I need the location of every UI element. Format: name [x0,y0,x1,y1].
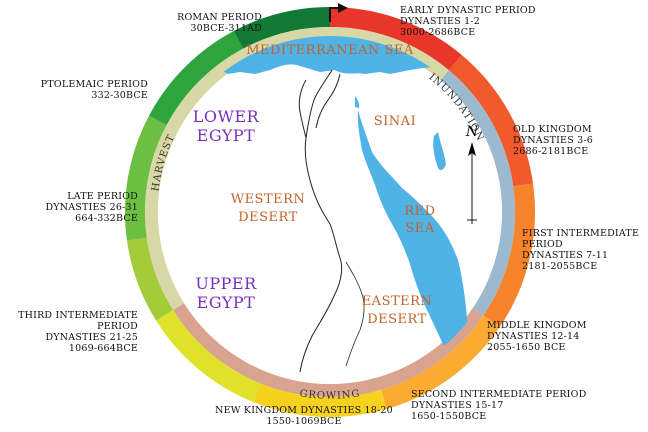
svg-text:DYNASTIES 15-17: DYNASTIES 15-17 [411,400,504,411]
region-labels: MEDITERRANEAN SEA SINAI RED SEA WESTERN … [193,43,435,327]
compass: N [465,124,479,224]
label-roman: ROMAN PERIOD 30BCE-311AD [177,12,262,34]
ring-segment-second-intermediate [253,383,387,417]
svg-text:FIRST INTERMEDIATE: FIRST INTERMEDIATE [522,228,639,239]
label-middle-kingdom: MIDDLE KINGDOM DYNASTIES 12-14 2055-1650… [487,320,587,353]
svg-text:DYNASTIES 3-6: DYNASTIES 3-6 [513,135,593,146]
season-segment-growing [173,303,484,397]
gulf-of-aqaba [433,132,446,171]
svg-text:30BCE-311AD: 30BCE-311AD [190,23,262,34]
label-late-period: LATE PERIOD DYNASTIES 26-31 664-332BCE [45,191,138,224]
label-second-intermediate: SECOND INTERMEDIATE PERIOD DYNASTIES 15-… [411,389,587,422]
sinai-label: SINAI [374,114,416,129]
label-new-kingdom: NEW KINGDOM DYNASTIES 18-20 1550-1069BCE [215,405,393,427]
svg-text:PERIOD: PERIOD [97,321,138,332]
label-first-intermediate: FIRST INTERMEDIATE PERIOD DYNASTIES 7-11… [522,228,639,272]
ring-segment-middle-kingdom [380,315,500,410]
gulf-of-suez [355,96,360,108]
ring-segment-ptolemaic [148,30,244,126]
svg-text:NEW KINGDOM DYNASTIES 18-20: NEW KINGDOM DYNASTIES 18-20 [215,405,393,416]
label-early-dynastic: EARLY DYNASTIC PERIOD DYNASTIES 1-2 3000… [400,5,536,38]
season-segment-inundation [440,70,515,316]
svg-text:LATE PERIOD: LATE PERIOD [67,191,138,202]
svg-text:OLD KINGDOM: OLD KINGDOM [513,124,592,135]
timeline-start-arrow-icon [329,7,340,22]
western-desert-label-line1: WESTERN [231,192,306,207]
svg-text:MIDDLE KINGDOM: MIDDLE KINGDOM [487,320,587,331]
growing-season-label: GROWING [299,388,361,401]
ring-segment-new-kingdom [156,310,261,403]
svg-text:664-332BCE: 664-332BCE [75,213,138,224]
season-segment-harvest [145,26,330,311]
svg-text:332-30BCE: 332-30BCE [91,90,148,101]
red-sea [357,110,468,348]
nile-river [298,69,343,373]
red-sea-label-line1: RED [404,204,435,219]
compass-north-label: N [465,124,479,140]
mediterranean-sea-label: MEDITERRANEAN SEA [246,43,414,58]
lower-egypt-label-line2: EGYPT [197,126,256,145]
svg-text:3000-2686BCE: 3000-2686BCE [400,27,475,38]
ring-segment-first-intermediate [483,183,535,327]
ring-segment-late-period [125,115,167,241]
western-desert-label-line2: DESERT [238,210,298,225]
svg-text:DYNASTIES 12-14: DYNASTIES 12-14 [487,331,580,342]
svg-text:DYNASTIES 1-2: DYNASTIES 1-2 [400,16,480,27]
svg-text:DYNASTIES 21-25: DYNASTIES 21-25 [45,332,138,343]
ring-segment-early-dynastic [330,7,462,71]
period-labels: EARLY DYNASTIC PERIOD DYNASTIES 1-2 3000… [18,5,639,427]
border-line [345,261,365,367]
arrowhead-icon [338,3,348,13]
svg-text:2686-2181BCE: 2686-2181BCE [513,146,588,157]
svg-text:DYNASTIES 7-11: DYNASTIES 7-11 [522,250,608,261]
map-background [158,40,502,384]
svg-text:ROMAN PERIOD: ROMAN PERIOD [177,12,262,23]
svg-text:EARLY DYNASTIC PERIOD: EARLY DYNASTIC PERIOD [400,5,536,16]
svg-text:1069-664BCE: 1069-664BCE [69,343,138,354]
label-old-kingdom: OLD KINGDOM DYNASTIES 3-6 2686-2181BCE [513,124,593,157]
lower-egypt-label-line1: LOWER [193,107,260,126]
svg-text:1650-1550BCE: 1650-1550BCE [411,411,486,422]
ring-segment-roman [233,7,330,49]
svg-text:2055-1650 BCE: 2055-1650 BCE [487,342,566,353]
svg-text:2181-2055BCE: 2181-2055BCE [522,261,597,272]
upper-egypt-label-line1: UPPER [195,274,257,293]
svg-text:SECOND INTERMEDIATE PERIOD: SECOND INTERMEDIATE PERIOD [411,389,587,400]
ring-segment-old-kingdom [448,54,534,187]
upper-egypt-label-line2: EGYPT [197,293,256,312]
svg-text:PERIOD: PERIOD [522,239,563,250]
red-sea-label-line2: SEA [405,221,434,236]
eastern-desert-label-line2: DESERT [367,312,427,327]
label-ptolemaic: PTOLEMAIC PERIOD 332-30BCE [41,79,148,101]
ring-segment-third-intermediate [126,237,174,321]
svg-text:PTOLEMAIC PERIOD: PTOLEMAIC PERIOD [41,79,148,90]
period-ring [125,7,535,417]
svg-text:THIRD INTERMEDIATE: THIRD INTERMEDIATE [18,310,138,321]
north-arrow-icon [468,142,476,156]
eastern-desert-label-line1: EASTERN [362,294,433,309]
svg-text:1550-1069BCE: 1550-1069BCE [266,416,341,427]
label-third-intermediate: THIRD INTERMEDIATE PERIOD DYNASTIES 21-2… [18,310,138,354]
svg-text:DYNASTIES 26-31: DYNASTIES 26-31 [45,202,138,213]
